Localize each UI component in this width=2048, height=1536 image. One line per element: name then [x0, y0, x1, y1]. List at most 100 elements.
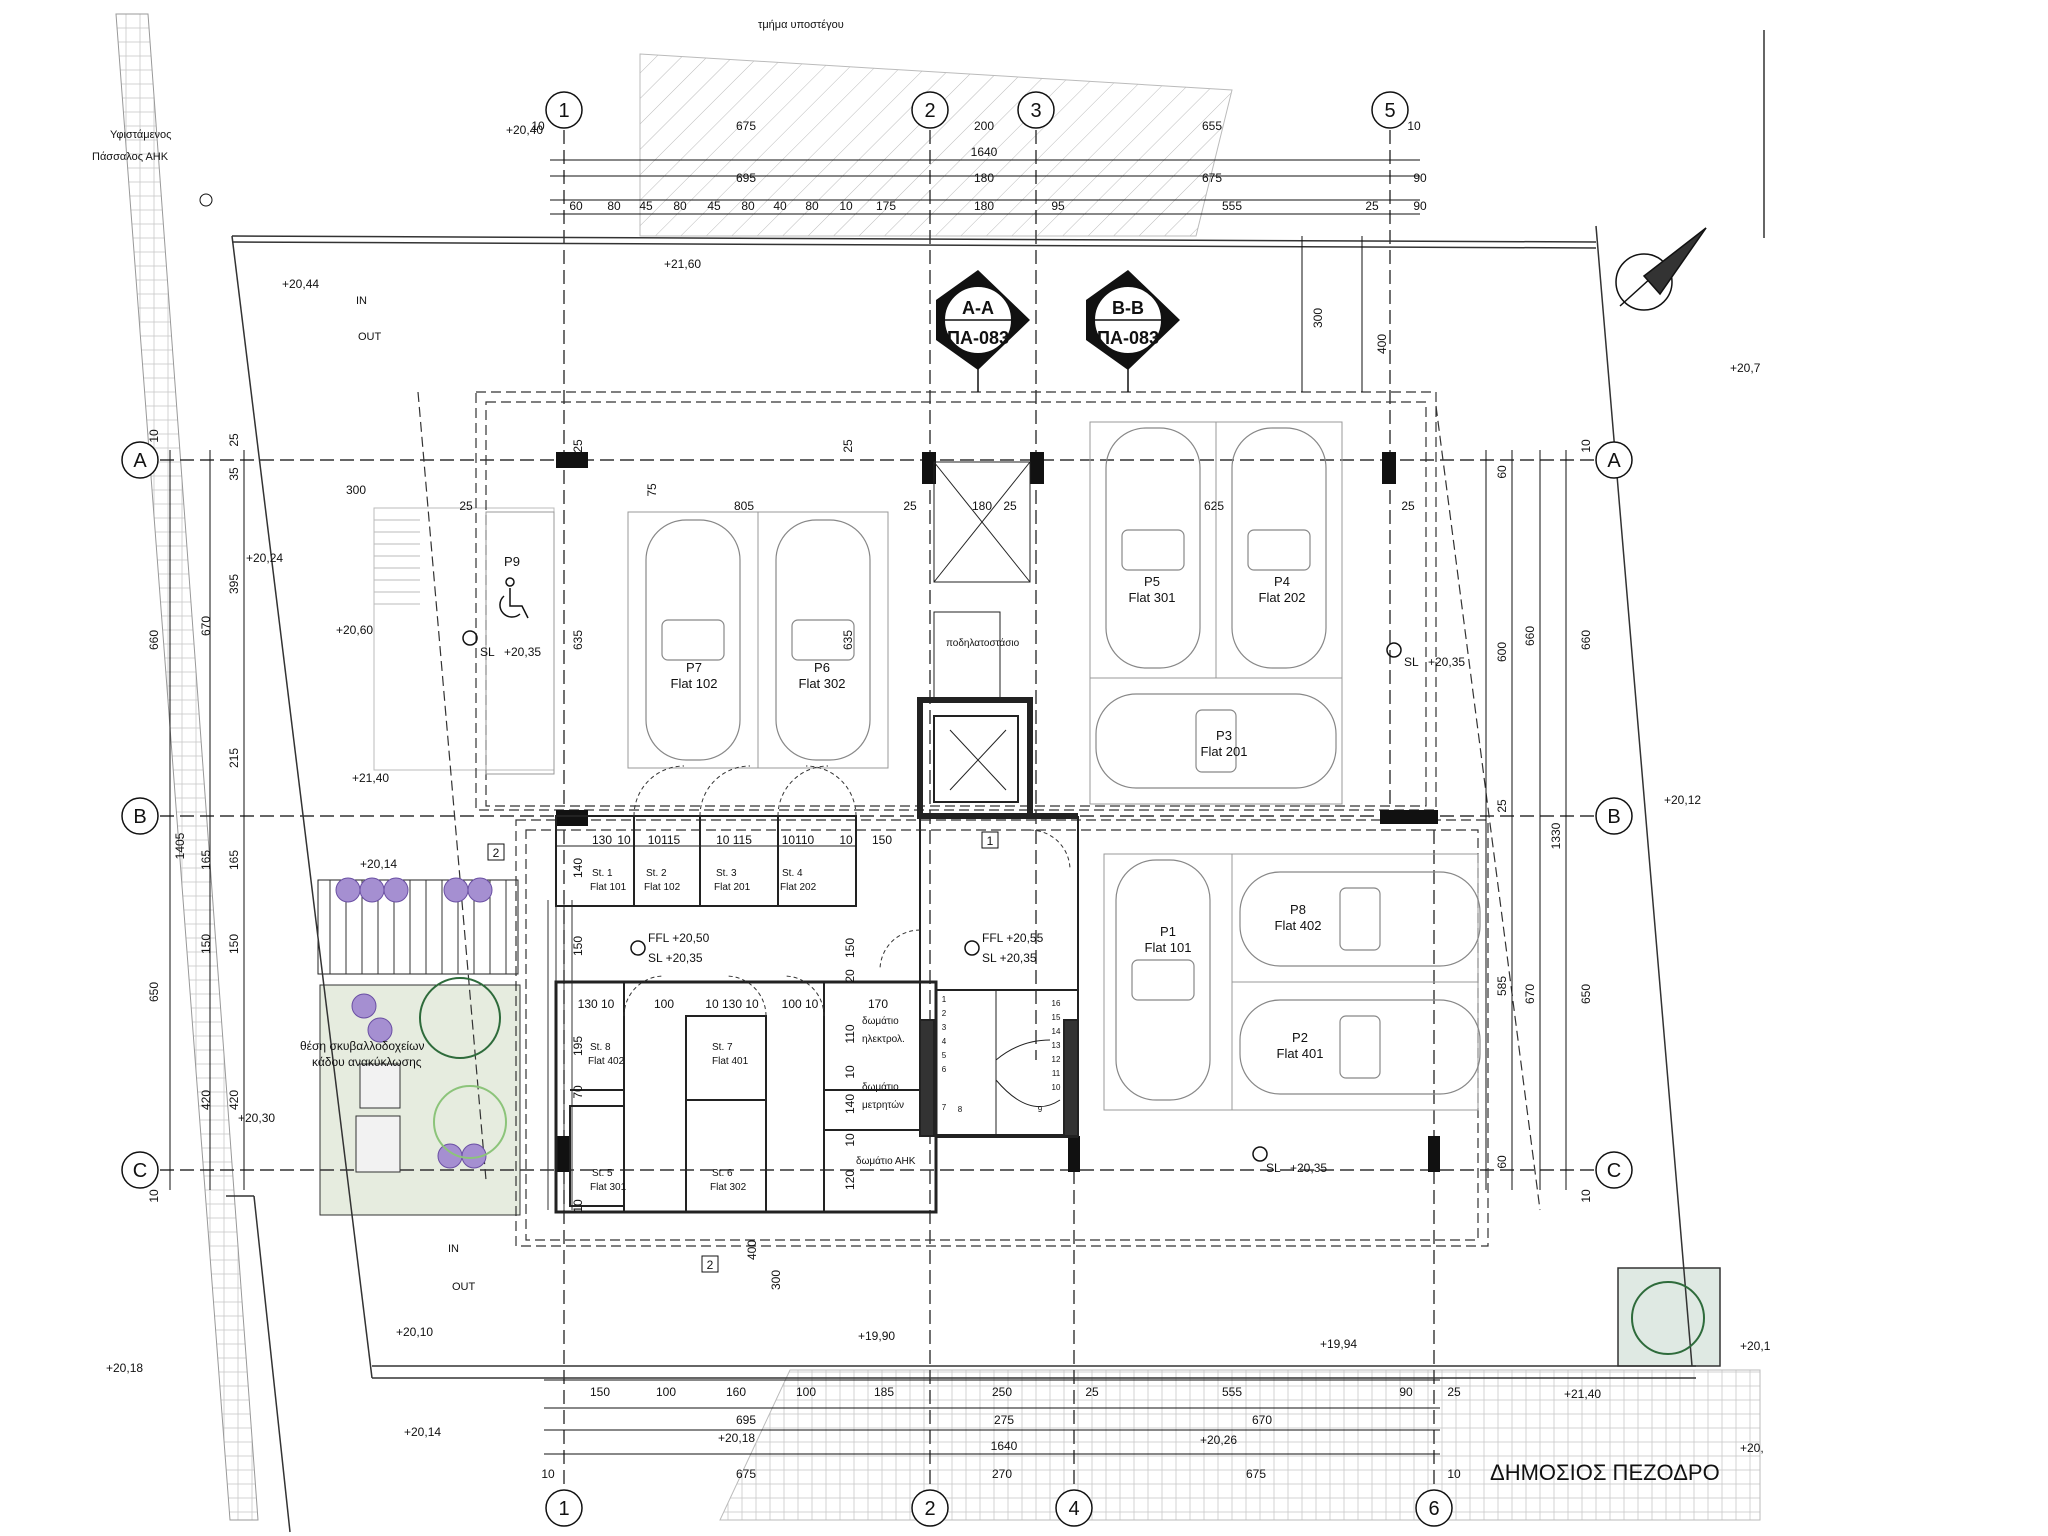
electrical-room-1: δωμάτιο: [862, 1015, 899, 1027]
parking-flat-p5: Flat 301: [1129, 590, 1176, 605]
car-p8: [1239, 871, 1481, 967]
dim-text: 1640: [971, 145, 998, 159]
elevation: +21,40: [1564, 1387, 1601, 1401]
dim-text: 10 130 10: [705, 997, 759, 1011]
stair-numbers: 1 2 3 4 5 6 7 8 9 10 11 12 13 14 15 16: [942, 995, 1061, 1114]
car-p3: [1095, 693, 1337, 789]
grid-bubbles: 1 2 3 5 1 2 4 6: [121, 91, 1633, 1527]
svg-text:4: 4: [1068, 1498, 1079, 1520]
parking-flat-p8: Flat 402: [1275, 918, 1322, 933]
dim-text: 100: [654, 997, 674, 1011]
elevation: +20,: [1740, 1441, 1764, 1455]
shrub-icon: [443, 877, 469, 903]
shrub-icon: [351, 993, 377, 1019]
svg-text:ΠΑ-083: ΠΑ-083: [947, 328, 1009, 348]
svg-text:5: 5: [1384, 100, 1395, 122]
dim-text: 90: [1413, 171, 1427, 185]
grid-bubble-c-left: C: [121, 1151, 159, 1189]
dim-text: 25: [571, 439, 585, 453]
dim-text: 25: [1401, 499, 1415, 513]
elevation: +21,40: [352, 771, 389, 785]
parking-labels: P9 P7 Flat 102 P6 Flat 302 P5 Flat 301 P…: [499, 554, 1323, 1061]
sl-p9-value: +20,35: [504, 645, 541, 659]
dim-text: 625: [1204, 499, 1224, 513]
dim-text: 10: [1579, 1189, 1593, 1203]
spot-elevations: +20,40 +20,44 +21,60 +20,24 +20,60 +21,4…: [106, 123, 1771, 1455]
tag-1: 1: [981, 831, 999, 849]
section-marker-bb: B-B ΠΑ-083: [1086, 270, 1180, 392]
dim-text: 60: [1495, 1155, 1509, 1169]
street-name: ΔΗΜΟΣΙΟΣ ΠΕΖΟΔΡΟ: [1490, 1460, 1720, 1485]
tree-icon: [1631, 1281, 1705, 1355]
storage-id-2: St. 2: [646, 868, 667, 879]
dim-text: 10: [531, 119, 545, 133]
svg-text:B: B: [133, 806, 146, 828]
columns: [556, 452, 1440, 1172]
ffl-center-1: FFL +20,55: [982, 931, 1044, 945]
car-p4: [1231, 427, 1327, 669]
storage-id-1: St. 1: [592, 868, 613, 879]
dim-text: 300: [346, 483, 366, 497]
bins-label-1: θέση σκυβαλλοδοχείων: [300, 1039, 424, 1053]
dim-text: 420: [227, 1090, 241, 1110]
dim-text: 635: [571, 630, 585, 650]
grid-bubble-b-right: B: [1595, 797, 1633, 835]
parking-id-p7: P7: [686, 660, 702, 675]
dim-text: 170: [868, 997, 888, 1011]
stair-step: 3: [942, 1023, 947, 1032]
dim-text: 90: [1413, 199, 1427, 213]
dim-text: 25: [1447, 1385, 1461, 1399]
parking-flat-p1: Flat 101: [1145, 940, 1192, 955]
dim-text: 150: [227, 934, 241, 954]
stair-step: 1: [942, 995, 947, 1004]
dim-text: 120: [843, 1170, 857, 1190]
stair-step: 9: [1038, 1105, 1043, 1114]
dim-text: 80: [805, 199, 819, 213]
dim-text: 585: [1495, 976, 1509, 996]
storage-flat-5: Flat 301: [590, 1182, 627, 1193]
tag-2-bottom: 2: [701, 1255, 719, 1273]
dim-text: 40: [773, 199, 787, 213]
stair-step: 7: [942, 1103, 947, 1112]
dim-text: 35: [227, 467, 241, 481]
elevation: +20,40: [506, 123, 543, 137]
dim-text: 1330: [1549, 822, 1563, 849]
parking-flat-p4: Flat 202: [1259, 590, 1306, 605]
sl-right-value: +20,35: [1428, 655, 1465, 669]
dim-text: 180: [972, 499, 992, 513]
dim-text: 165: [227, 850, 241, 870]
dim-text: 95: [1051, 199, 1065, 213]
dim-text: 275: [994, 1413, 1014, 1427]
elevation: +20,1: [1740, 1339, 1771, 1353]
stair-step: 16: [1052, 999, 1061, 1008]
parking-id-p8: P8: [1290, 902, 1306, 917]
stair-step: 4: [942, 1037, 947, 1046]
parking-id-p1: P1: [1160, 924, 1176, 939]
dim-text: 395: [227, 574, 241, 594]
dim-text: 1405: [173, 832, 187, 859]
dim-text: 670: [1523, 984, 1537, 1004]
grid-bubble-c-right: C: [1595, 1151, 1633, 1189]
sidewalk-left: [115, 13, 259, 1521]
svg-text:1: 1: [987, 834, 994, 848]
ffl-left-2: SL +20,35: [648, 951, 703, 965]
pole-icon: [199, 193, 213, 207]
svg-text:A: A: [1607, 450, 1621, 472]
storage-id-3: St. 3: [716, 868, 737, 879]
dim-text: 635: [841, 630, 855, 650]
dim-text: 165: [199, 850, 213, 870]
dim-text: 10: [617, 833, 631, 847]
dim-text: 25: [1003, 499, 1017, 513]
svg-text:6: 6: [1428, 1498, 1439, 1520]
dim-text: 140: [843, 1094, 857, 1114]
dim-text: 555: [1222, 199, 1242, 213]
callout-texts: τμήμα υποστέγου Υφιστάμενος Πάσσαλος ΑΗΚ…: [92, 19, 1720, 1485]
electrical-room-2: ηλεκτρολ.: [862, 1034, 905, 1045]
car-p7: [645, 519, 741, 761]
elevation: +20,24: [246, 551, 283, 565]
section-marker-aa: A-A ΠΑ-083: [936, 270, 1030, 392]
grid-bubble-a-left: A: [121, 441, 159, 479]
parking-id-p2: P2: [1292, 1030, 1308, 1045]
dim-text: 180: [974, 171, 994, 185]
